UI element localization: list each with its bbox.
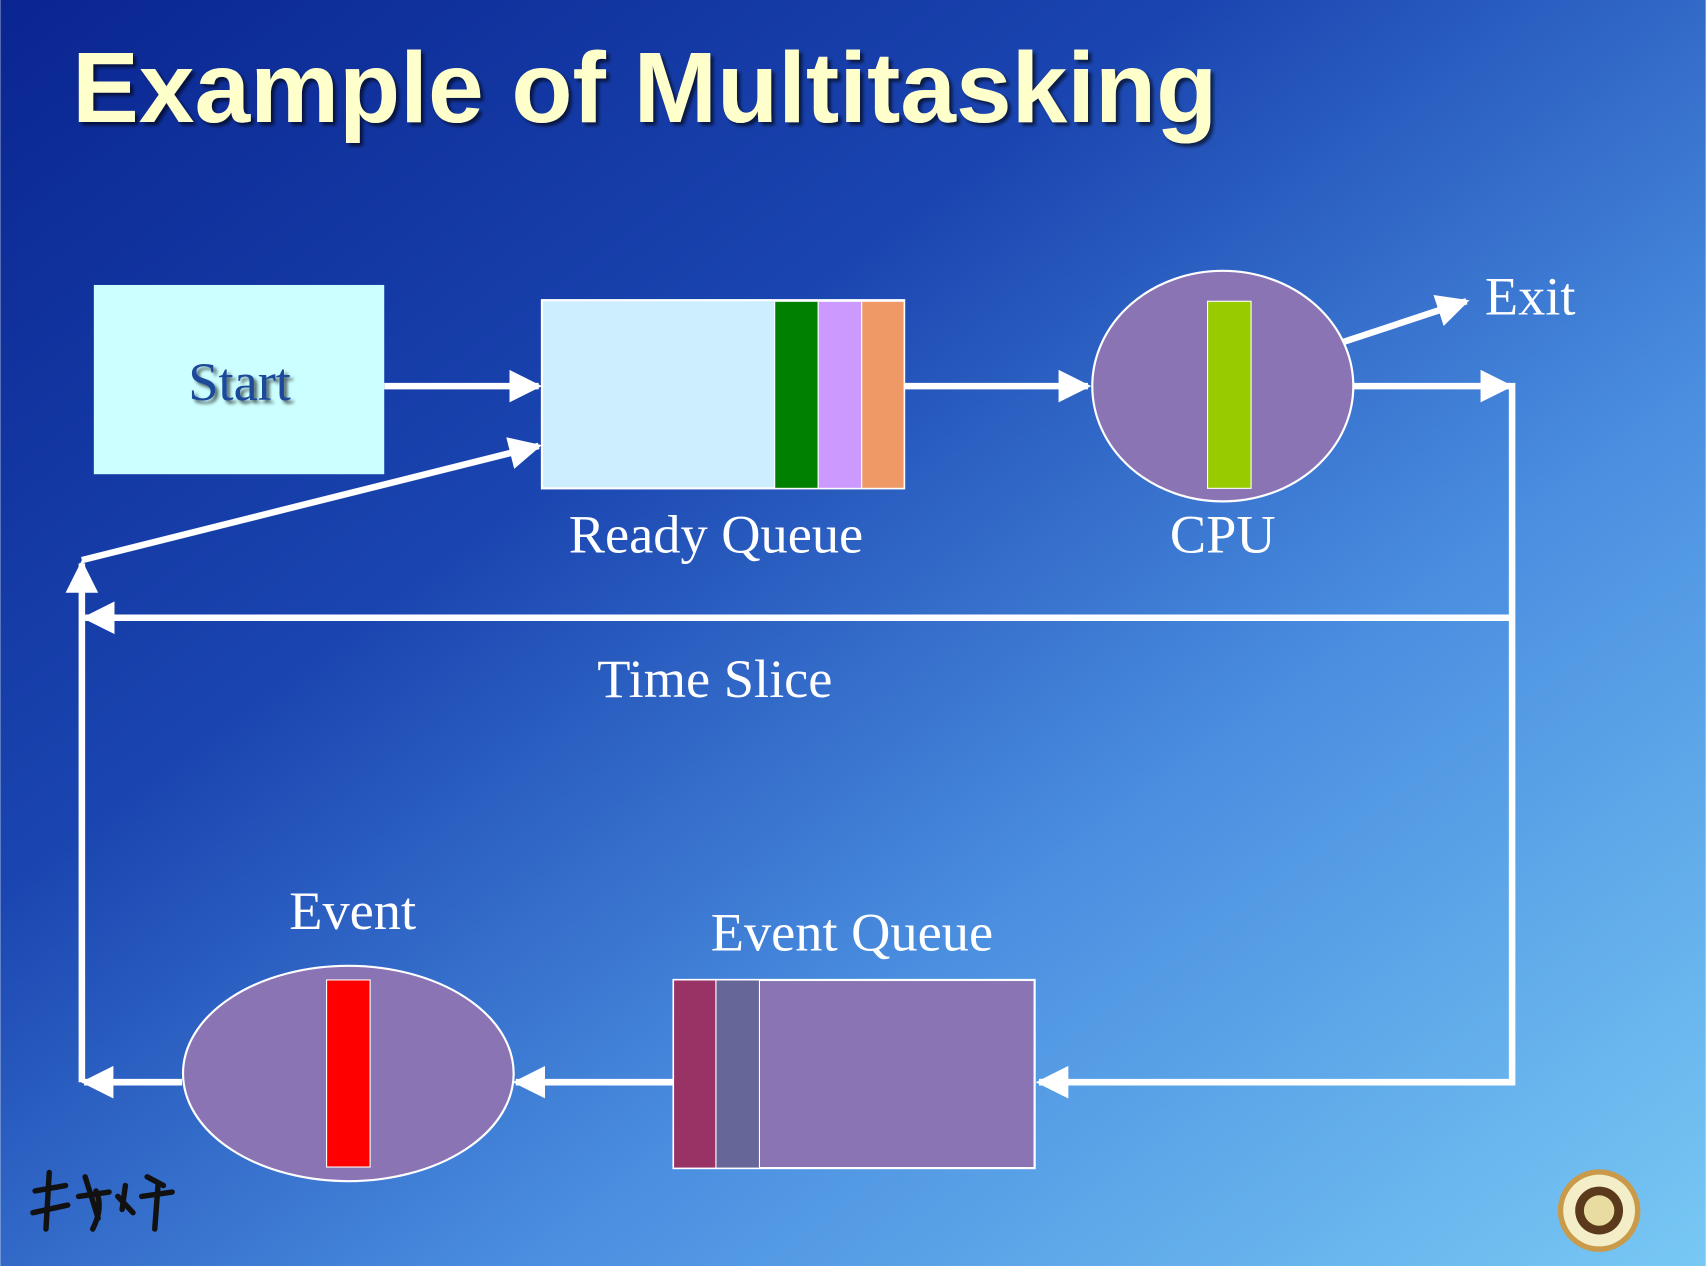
arrow-back-to-ready	[81, 437, 542, 564]
cpu-label: CPU	[1170, 505, 1276, 565]
arrow-cpu-to-exit	[1337, 294, 1470, 347]
event-queue-task-1	[672, 979, 717, 1169]
ready-queue-label: Ready Queue	[569, 505, 863, 565]
ready-task-3	[861, 300, 905, 489]
event-queue-task-2	[715, 979, 761, 1169]
ready-task-2	[817, 300, 863, 489]
time-slice-label: Time Slice	[597, 649, 832, 709]
event-task	[326, 979, 371, 1168]
university-calligraphy-logo	[30, 1169, 175, 1232]
exit-label: Exit	[1485, 266, 1576, 326]
start-label: Start	[188, 352, 291, 412]
start-box	[93, 284, 385, 475]
ready-task-1	[774, 300, 819, 489]
event-queue-label: Event Queue	[711, 903, 993, 963]
cpu-task	[1207, 300, 1252, 489]
university-seal-logo	[1557, 1169, 1641, 1252]
slide-title: Example of Multitasking	[72, 32, 1217, 144]
event-label: Event	[289, 881, 416, 941]
connectors	[65, 294, 1516, 1099]
